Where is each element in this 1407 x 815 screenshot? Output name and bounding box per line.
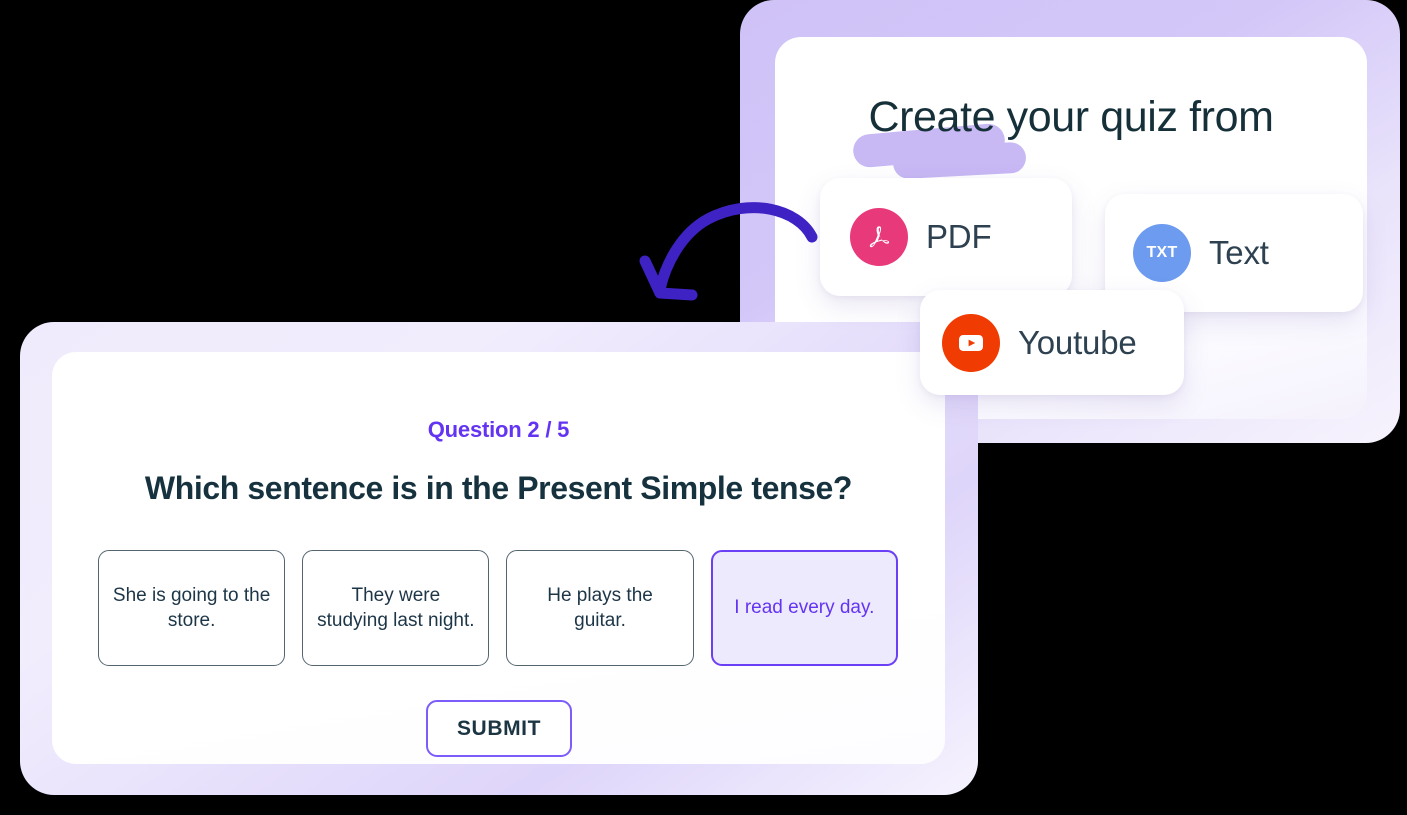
source-option-pdf[interactable]: PDF (820, 178, 1072, 296)
submit-button-label: SUBMIT (456, 716, 542, 740)
answer-option-4[interactable]: I read every day. (710, 550, 898, 666)
highlight-stroke-2 (892, 141, 1027, 180)
txt-icon-label: TXT (1146, 244, 1178, 261)
source-option-youtube[interactable]: Youtube (920, 290, 1184, 395)
source-panel-heading-text: Create your quiz from (868, 93, 1274, 141)
source-option-label: Youtube (1018, 323, 1137, 361)
pdf-icon (850, 208, 908, 266)
answer-option-3[interactable]: He plays the guitar. (506, 550, 694, 666)
answer-option-label: I read every day. (734, 597, 875, 619)
source-panel-heading: Create your quiz from (775, 93, 1367, 142)
answer-options-row: She is going to the store. They were stu… (98, 550, 898, 666)
submit-button[interactable]: SUBMIT (426, 700, 572, 757)
question-title: Which sentence is in the Present Simple … (144, 470, 853, 506)
question-counter: Question 2 / 5 (427, 417, 570, 442)
answer-option-1[interactable]: She is going to the store. (98, 550, 286, 666)
source-option-label: Text (1209, 234, 1269, 271)
answer-option-2[interactable]: They were studying last night. (302, 550, 490, 666)
answer-option-label: She is going to the store. (112, 584, 271, 631)
quiz-card: Question 2 / 5 Which sentence is in the … (52, 352, 945, 764)
source-option-label: PDF (926, 218, 992, 255)
answer-option-label: He plays the guitar. (547, 584, 653, 631)
youtube-icon (942, 313, 1000, 372)
quiz-frame: Question 2 / 5 Which sentence is in the … (20, 322, 978, 795)
answer-option-label: They were studying last night. (317, 584, 475, 631)
txt-icon: TXT (1133, 224, 1191, 282)
